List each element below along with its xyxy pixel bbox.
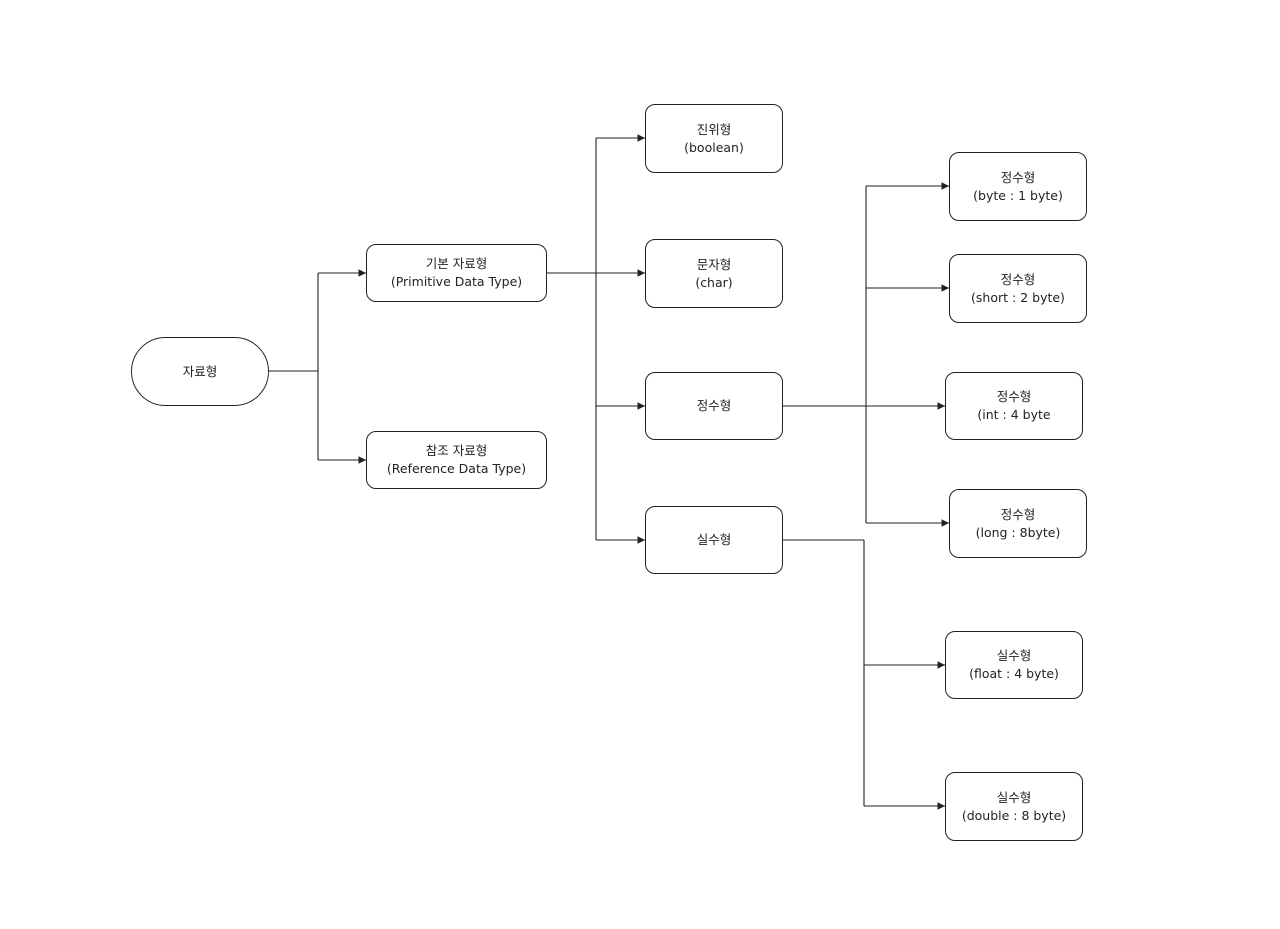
- node-label: 정수형: [996, 389, 1032, 404]
- node-sublabel: (short : 2 byte): [971, 289, 1065, 305]
- node-label: 실수형: [996, 648, 1032, 663]
- node-sublabel: (Primitive Data Type): [390, 274, 523, 289]
- node-data-type: 자료형: [131, 337, 269, 406]
- node-integer: 정수형: [645, 372, 783, 440]
- node-sublabel: (double : 8 byte): [961, 807, 1067, 823]
- node-label: 실수형: [996, 789, 1032, 805]
- node-label: 정수형: [1000, 506, 1036, 522]
- node-label: 실수형: [696, 532, 732, 547]
- node-real: 실수형: [645, 506, 783, 574]
- node-real-double: 실수형 (double : 8 byte): [945, 772, 1083, 841]
- node-primitive-data-type: 기본 자료형 (Primitive Data Type): [366, 244, 547, 302]
- node-label: 진위형: [696, 121, 732, 137]
- node-label: 기본 자료형: [425, 256, 488, 271]
- node-integer-long: 정수형 (long : 8byte): [949, 489, 1087, 558]
- node-label: 정수형: [1000, 169, 1036, 185]
- node-integer-short: 정수형 (short : 2 byte): [949, 254, 1087, 323]
- node-label: 참조 자료형: [425, 443, 488, 458]
- node-sublabel: (boolean): [684, 139, 744, 155]
- node-sublabel: (Reference Data Type): [386, 461, 527, 476]
- node-char: 문자형 (char): [645, 239, 783, 308]
- node-sublabel: (long : 8byte): [975, 524, 1061, 540]
- node-label: 정수형: [696, 398, 732, 413]
- node-sublabel: (int : 4 byte: [977, 407, 1051, 422]
- node-sublabel: (float : 4 byte): [969, 666, 1059, 681]
- node-boolean: 진위형 (boolean): [645, 104, 783, 173]
- node-reference-data-type: 참조 자료형 (Reference Data Type): [366, 431, 547, 489]
- node-integer-byte: 정수형 (byte : 1 byte): [949, 152, 1087, 221]
- node-label: 정수형: [1000, 271, 1036, 287]
- node-real-float: 실수형 (float : 4 byte): [945, 631, 1083, 699]
- node-integer-int: 정수형 (int : 4 byte: [945, 372, 1083, 440]
- node-sublabel: (char): [695, 274, 733, 290]
- node-label: 자료형: [182, 363, 218, 379]
- node-sublabel: (byte : 1 byte): [973, 187, 1063, 203]
- node-label: 문자형: [696, 256, 732, 272]
